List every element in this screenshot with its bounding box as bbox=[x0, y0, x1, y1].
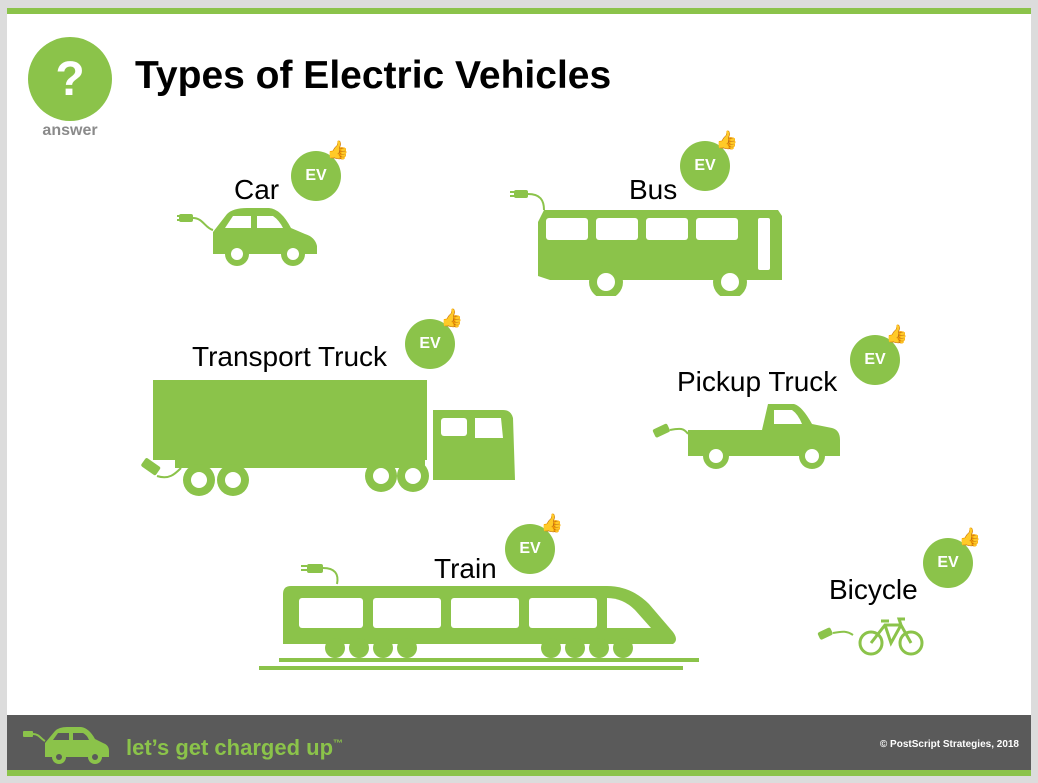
thumbs-up-icon: 👍 bbox=[440, 308, 463, 328]
ev-badge-text: EV bbox=[937, 554, 959, 571]
slogan-text: let’s get charged up bbox=[126, 735, 334, 760]
vehicle-label-car: Car bbox=[234, 174, 280, 205]
car-logo-icon bbox=[23, 727, 109, 764]
ev-badge: EV 👍 bbox=[680, 131, 738, 191]
ev-badge: EV 👍 bbox=[850, 325, 908, 385]
ev-badge: EV 👍 bbox=[291, 141, 349, 201]
pickup-truck-icon bbox=[652, 404, 840, 469]
ev-badge-text: EV bbox=[519, 540, 541, 557]
vehicle-label-transport-truck: Transport Truck bbox=[192, 341, 388, 372]
trademark: ™ bbox=[333, 738, 344, 750]
top-accent-bar bbox=[7, 8, 1031, 14]
vehicle-label-bus: Bus bbox=[629, 174, 678, 205]
question-mark-icon: ? bbox=[28, 37, 112, 121]
thumbs-up-icon: 👍 bbox=[958, 527, 981, 547]
vehicle-label-train: Train bbox=[434, 553, 497, 584]
footer: let’s get charged up™ © PostScript Strat… bbox=[7, 715, 1031, 770]
thumbs-up-icon: 👍 bbox=[326, 140, 349, 160]
question-glyph: ? bbox=[55, 52, 85, 106]
slide: ? answer Types of Electric Vehicles Car … bbox=[7, 8, 1031, 776]
copyright: © PostScript Strategies, 2018 bbox=[879, 739, 1019, 750]
thumbs-up-icon: 👍 bbox=[885, 324, 908, 344]
bus-icon bbox=[510, 190, 782, 296]
bicycle-icon bbox=[817, 617, 924, 656]
ev-badge: EV 👍 bbox=[923, 528, 981, 588]
train-icon bbox=[259, 564, 699, 670]
ev-badge-text: EV bbox=[305, 167, 327, 184]
car-icon bbox=[177, 208, 317, 266]
slogan: let’s get charged up™ bbox=[126, 735, 343, 761]
thumbs-up-icon: 👍 bbox=[715, 130, 738, 150]
vehicle-label-bicycle: Bicycle bbox=[829, 574, 918, 605]
ev-badge-text: EV bbox=[864, 351, 886, 368]
vehicle-label-pickup-truck: Pickup Truck bbox=[677, 366, 838, 397]
ev-badge-text: EV bbox=[419, 335, 441, 352]
page-title: Types of Electric Vehicles bbox=[135, 54, 612, 97]
ev-badge: EV 👍 bbox=[505, 514, 563, 574]
ev-badge: EV 👍 bbox=[405, 309, 463, 369]
answer-caption: answer bbox=[42, 122, 98, 139]
ev-badge-text: EV bbox=[694, 157, 716, 174]
thumbs-up-icon: 👍 bbox=[540, 513, 563, 533]
bottom-accent-bar bbox=[7, 770, 1031, 776]
transport-truck-icon bbox=[141, 380, 515, 496]
